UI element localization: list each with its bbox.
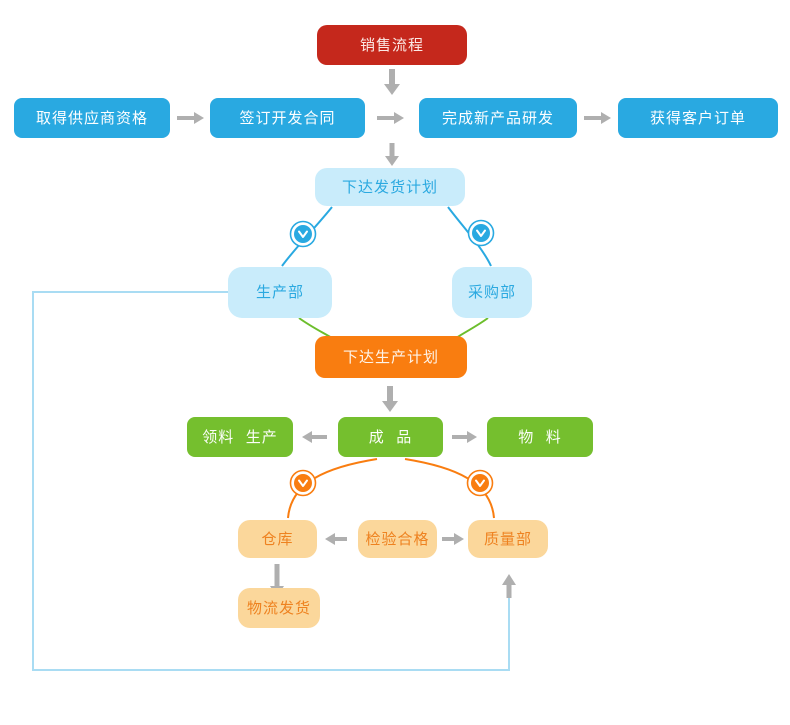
flow-connector xyxy=(404,458,495,519)
node-development-contract: 签订开发合同 xyxy=(210,98,365,138)
node-shipping-plan: 下达发货计划 xyxy=(315,168,465,206)
node-new-product-development: 完成新产品研发 xyxy=(419,98,577,138)
down-arrow-icon xyxy=(384,69,400,95)
node-supplier-qualification: 取得供应商资格 xyxy=(14,98,170,138)
down-arrow-icon xyxy=(385,143,399,166)
left-arrow-icon xyxy=(302,431,327,443)
right-arrow-icon xyxy=(377,112,404,124)
node-customer-order: 获得客户订单 xyxy=(618,98,778,138)
node-logistics-shipping: 物流发货 xyxy=(238,588,320,628)
clock-icon xyxy=(466,469,494,497)
node-picking-production: 领料 生产 xyxy=(187,417,293,457)
node-quality-dept: 质量部 xyxy=(468,520,548,558)
node-purchasing-dept: 采购部 xyxy=(452,267,532,318)
node-materials: 物 料 xyxy=(487,417,593,457)
clock-icon xyxy=(289,220,317,248)
node-warehouse: 仓库 xyxy=(238,520,317,558)
left-arrow-icon xyxy=(325,533,347,545)
node-production-plan: 下达生产计划 xyxy=(315,336,467,378)
flow-connector xyxy=(298,317,333,339)
feedback-connector xyxy=(32,291,510,671)
node-finished-goods: 成 品 xyxy=(338,417,443,457)
up-arrow-icon xyxy=(502,574,516,598)
down-arrow-icon xyxy=(382,386,398,412)
right-arrow-icon xyxy=(584,112,611,124)
node-inspection-passed: 检验合格 xyxy=(358,520,437,558)
clock-icon xyxy=(289,469,317,497)
flow-connector xyxy=(455,317,489,339)
right-arrow-icon xyxy=(177,112,204,124)
clock-icon xyxy=(467,219,495,247)
node-production-dept: 生产部 xyxy=(228,267,332,318)
right-arrow-icon xyxy=(452,431,477,443)
right-arrow-icon xyxy=(442,533,464,545)
node-sales-process: 销售流程 xyxy=(317,25,467,65)
